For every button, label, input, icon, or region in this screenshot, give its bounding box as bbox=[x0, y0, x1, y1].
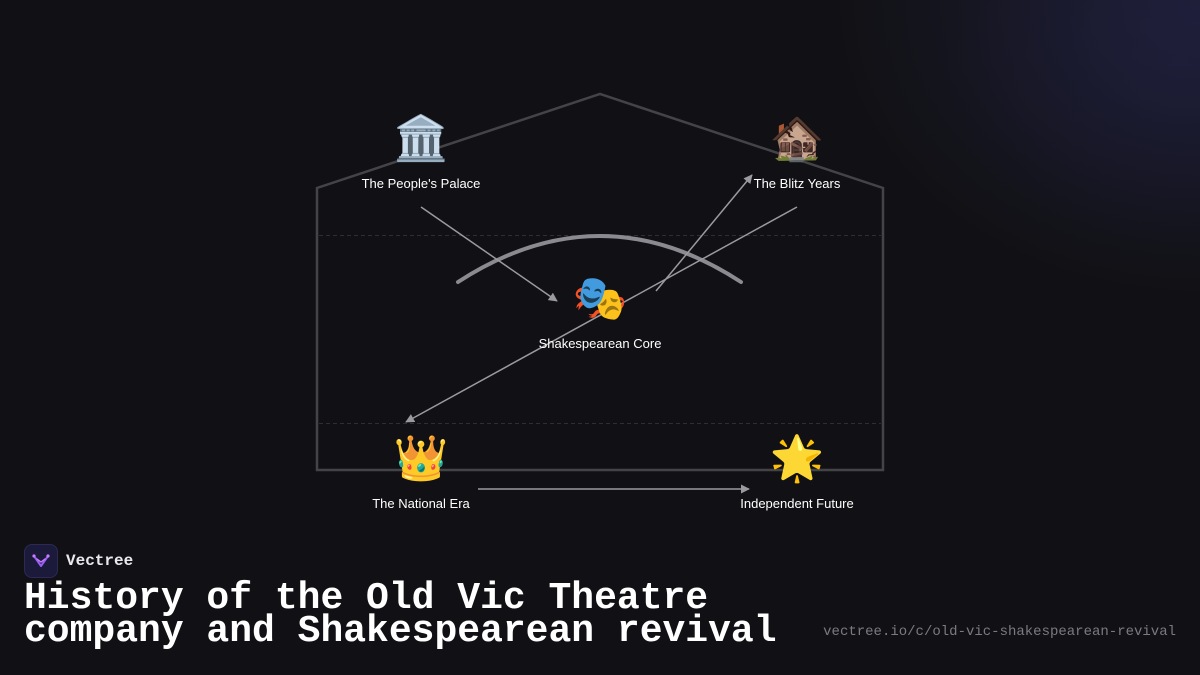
title-line-2: company and Shakespearean revival bbox=[24, 610, 777, 653]
page-title: History of the Old Vic Theatre company a… bbox=[24, 577, 777, 653]
node-blitz: 🏚️ The Blitz Years bbox=[754, 114, 841, 191]
node-future: 🌟 Independent Future bbox=[740, 433, 853, 511]
edge-core-to-blitz bbox=[655, 174, 753, 292]
brand: Vectree bbox=[24, 544, 133, 578]
node-label-national: The National Era bbox=[372, 496, 470, 511]
glowing-star-icon: 🌟 bbox=[770, 433, 825, 484]
node-label-future: Independent Future bbox=[740, 496, 853, 511]
node-national: 👑 The National Era bbox=[372, 434, 470, 511]
node-label-palace: The People's Palace bbox=[362, 176, 481, 191]
edge-palace-to-core bbox=[420, 206, 558, 302]
crown-icon: 👑 bbox=[394, 434, 449, 483]
house-outline bbox=[315, 92, 885, 472]
source-url: vectree.io/c/old-vic-shakespearean-reviv… bbox=[823, 624, 1176, 640]
classical-building-icon: 🏛️ bbox=[394, 113, 449, 163]
brand-name: Vectree bbox=[66, 552, 134, 570]
node-label-core: Shakespearean Core bbox=[539, 336, 662, 351]
proscenium-arch bbox=[456, 234, 743, 284]
title-line-1: History of the Old Vic Theatre bbox=[24, 577, 709, 620]
node-core: 🎭 Shakespearean Core bbox=[539, 274, 662, 351]
node-label-blitz: The Blitz Years bbox=[754, 176, 841, 191]
derelict-house-icon: 🏚️ bbox=[770, 114, 825, 163]
vectree-logo-icon bbox=[24, 544, 58, 578]
performing-arts-icon: 🎭 bbox=[573, 274, 628, 323]
node-palace: 🏛️ The People's Palace bbox=[362, 113, 481, 191]
edge-blitz-to-national bbox=[405, 206, 798, 423]
